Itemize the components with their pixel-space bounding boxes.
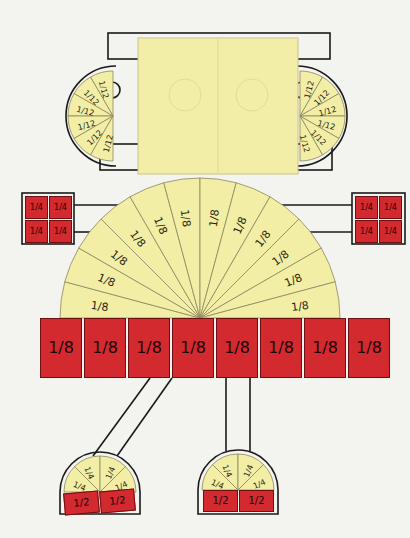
fraction-label: 1/8 [312, 340, 338, 356]
eye-mark [236, 79, 268, 111]
sector-shape [200, 282, 340, 318]
sector-shape [164, 178, 200, 318]
fraction-label: 1/2 [212, 496, 228, 506]
fraction-label: 1/8 [92, 340, 118, 356]
fraction-sector: 1/8 [178, 208, 196, 228]
fraction-piece: 1/8 [304, 318, 346, 378]
fraction-piece: 1/4 [355, 220, 378, 243]
fraction-label: 1/2 [248, 496, 264, 506]
fraction-piece: 1/2 [239, 490, 274, 512]
fraction-label: 1/4 [360, 204, 373, 212]
arm-line [280, 204, 352, 206]
fraction-piece: 1/2 [203, 490, 238, 512]
fraction-label: 1/8 [268, 340, 294, 356]
fraction-label: 1/8 [180, 340, 206, 356]
fraction-piece: 1/4 [49, 220, 72, 243]
fraction-label: 1/8 [178, 209, 193, 228]
sector-shape [238, 465, 274, 490]
fraction-piece: 1/4 [25, 220, 48, 243]
fraction-sector: 1/8 [290, 296, 310, 314]
arm-box [352, 193, 405, 244]
fraction-piece: 1/8 [128, 318, 170, 378]
arm-line [74, 204, 120, 206]
fraction-label: 1/8 [48, 340, 74, 356]
arm-line [305, 231, 352, 233]
fraction-label: 1/8 [136, 340, 162, 356]
fraction-label: 1/4 [384, 228, 397, 236]
fraction-label: 1/2 [109, 495, 126, 506]
fraction-piece: 1/8 [216, 318, 258, 378]
fraction-piece: 1/8 [172, 318, 214, 378]
head-card [138, 38, 298, 174]
fraction-sector: 1/8 [90, 296, 110, 314]
fraction-piece: 1/8 [84, 318, 126, 378]
fraction-piece: 1/2 [99, 489, 136, 514]
fraction-piece: 1/4 [49, 196, 72, 219]
arm-box [22, 193, 74, 244]
fraction-piece: 1/8 [260, 318, 302, 378]
fraction-label: 1/2 [73, 497, 90, 508]
fraction-sector: 1/8 [204, 208, 222, 228]
fraction-label: 1/4 [30, 228, 43, 236]
fraction-piece: 1/2 [63, 491, 100, 516]
fraction-label: 1/4 [30, 204, 43, 212]
ear-outline [66, 66, 116, 166]
fraction-label: 1/8 [224, 340, 250, 356]
fraction-label: 1/8 [356, 340, 382, 356]
fraction-label: 1/4 [384, 204, 397, 212]
leg-line [93, 378, 150, 456]
leg-line [249, 378, 251, 451]
fraction-piece: 1/8 [348, 318, 390, 378]
card-fold [218, 38, 219, 174]
fraction-label: 1/8 [90, 299, 109, 314]
fraction-piece: 1/4 [379, 196, 402, 219]
fraction-label: 1/4 [54, 228, 67, 236]
fraction-label: 1/4 [54, 204, 67, 212]
fraction-label: 1/8 [291, 299, 310, 314]
eye-mark [169, 79, 201, 111]
ear-outline [297, 66, 347, 166]
fraction-label: 1/4 [360, 228, 373, 236]
fraction-piece: 1/4 [355, 196, 378, 219]
foot-outline [198, 450, 278, 514]
leg-line [225, 378, 227, 451]
fraction-label: 1/8 [207, 209, 222, 228]
leg-line [117, 378, 172, 456]
fraction-label: 1/12 [298, 134, 311, 154]
fraction-piece: 1/4 [25, 196, 48, 219]
fraction-piece: 1/4 [379, 220, 402, 243]
fraction-piece: 1/8 [40, 318, 82, 378]
